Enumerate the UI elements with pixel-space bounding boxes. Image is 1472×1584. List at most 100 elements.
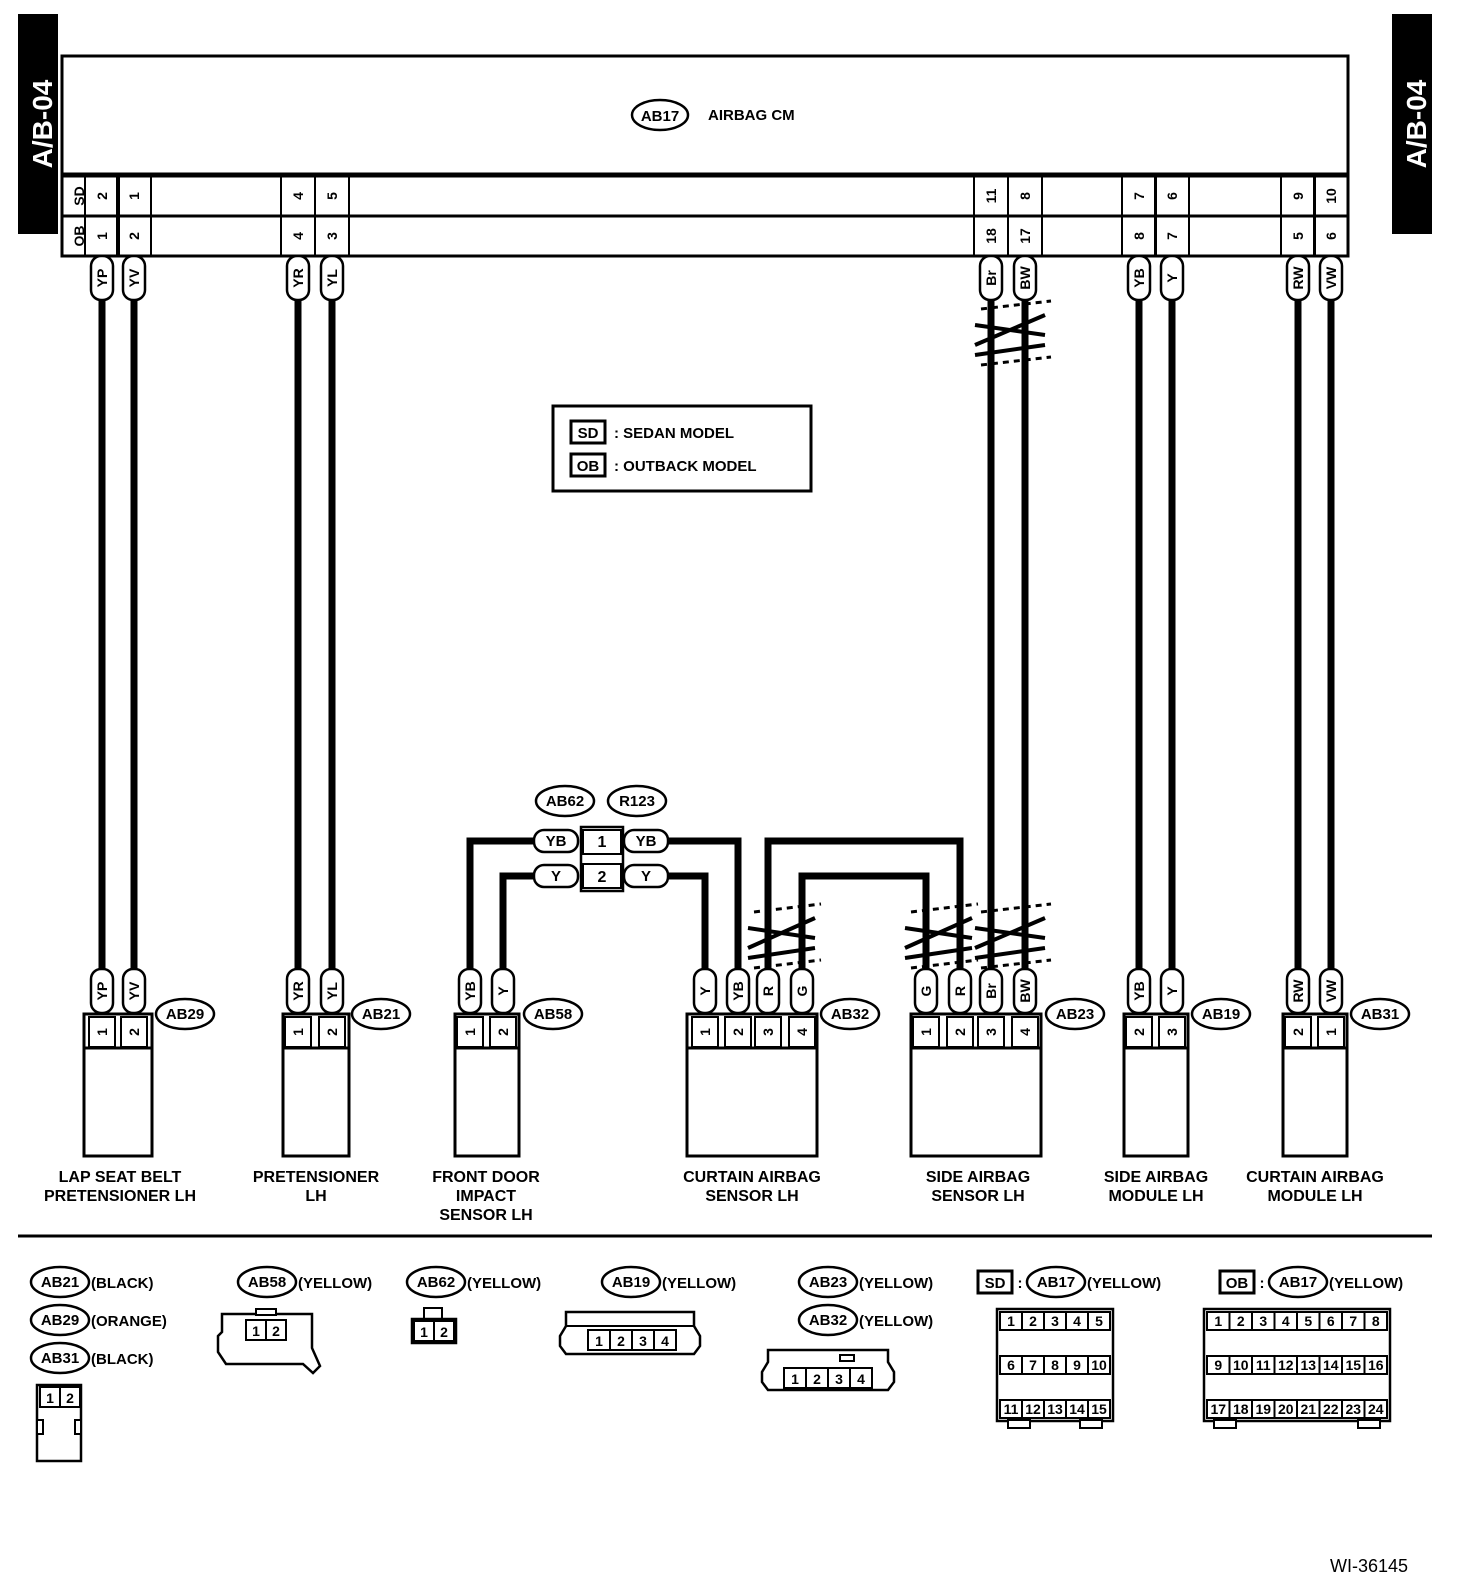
view-pin: 3: [639, 1333, 647, 1349]
view-ab58-code-label: AB58: [248, 1274, 286, 1291]
view-ab17-sd-code-label: AB17: [1037, 1274, 1075, 1291]
component-pin: 3: [760, 1028, 776, 1036]
component-wire-tag-text: Y: [697, 986, 713, 996]
module-pin-ob: 2: [126, 232, 142, 240]
view-pin: 1: [252, 1323, 260, 1339]
junction-wire-tag-left: Y: [532, 863, 580, 889]
view-pin: 18: [1233, 1401, 1249, 1417]
view-pin: 2: [617, 1333, 625, 1349]
view-pin: 9: [1073, 1357, 1081, 1373]
component-wire-tag-text: YB: [1131, 981, 1147, 1000]
wire-r-ab32-ab23: [764, 837, 964, 1012]
svg-text:A/B-04: A/B-04: [27, 79, 58, 168]
component-connector-id-label: AB32: [831, 1006, 869, 1023]
component-connector-id: AB21: [350, 997, 412, 1031]
view-ab19-code: AB19: [600, 1265, 662, 1299]
component-label: MODULE LH: [1108, 1188, 1203, 1205]
row-label-ob: OB: [71, 226, 87, 247]
component-pin: 2: [1290, 1028, 1306, 1036]
legend-text-ob: : OUTBACK MODEL: [614, 458, 757, 475]
component-pin: 1: [94, 1028, 110, 1036]
component-wire-tag: Y: [692, 967, 718, 1015]
module-pin-ob: 7: [1164, 232, 1180, 240]
component-connector-id: AB23: [1044, 997, 1106, 1031]
module-wire-tag: Br: [978, 254, 1004, 302]
view-ab21-color: (BLACK): [91, 1275, 153, 1292]
view-pin: 5: [1304, 1313, 1312, 1329]
junction-wire-tag-right: Y: [622, 863, 670, 889]
view-pin: 8: [1372, 1313, 1380, 1329]
view-ab62-color: (YELLOW): [467, 1275, 541, 1292]
view-ab32: AB32(YELLOW): [797, 1303, 933, 1337]
junction-wire-tag-right-text: YB: [636, 833, 657, 850]
twist-mark: [974, 902, 1052, 970]
view-pin: 19: [1255, 1401, 1271, 1417]
view-pin: 3: [835, 1371, 843, 1387]
module-wire-tag-text: YP: [94, 269, 110, 288]
view-ab17-sd-code: AB17: [1025, 1265, 1087, 1299]
view-pin: 6: [1327, 1313, 1335, 1329]
view-pin: 1: [420, 1324, 428, 1340]
view-ab17-ob-color: (YELLOW): [1329, 1275, 1403, 1292]
connector-id-ab62: AB62: [534, 784, 596, 818]
view-ab32-code: AB32: [797, 1303, 859, 1337]
module-pin-ob: 5: [1290, 232, 1306, 240]
component-pin: 3: [1164, 1028, 1180, 1036]
view-ab31: AB31(BLACK): [29, 1341, 153, 1375]
junction-wire-tag-left: YB: [532, 828, 580, 854]
view-pin: 2: [66, 1390, 74, 1406]
component-label: SENSOR LH: [439, 1207, 532, 1224]
view-ab17-ob-code-label: AB17: [1279, 1274, 1317, 1291]
component-wire-tag-text: YL: [324, 982, 340, 1000]
module-pin-sd: 2: [94, 192, 110, 200]
view-ab58-code: AB58: [236, 1265, 298, 1299]
airbag-control-module: AB17 AIRBAG CM SD OB 2112445311188177867…: [60, 54, 1350, 258]
component-pin: 2: [324, 1028, 340, 1036]
component-pin: 2: [495, 1028, 511, 1036]
component-wire-tag: Y: [1159, 967, 1185, 1015]
view-pin: 6: [1007, 1357, 1015, 1373]
component-connector-id-label: AB23: [1056, 1006, 1094, 1023]
component-wire-tag: R: [947, 967, 973, 1015]
wire-yb-ab32: [643, 837, 742, 1012]
connector-id-r123: R123: [606, 784, 668, 818]
module-wire-tag: RW: [1285, 254, 1311, 302]
view-ab19-color: (YELLOW): [662, 1275, 736, 1292]
module-pin-sd: 11: [983, 188, 999, 203]
component-wire-tag: R: [755, 967, 781, 1015]
module-wire-tag-text: YR: [290, 268, 306, 287]
view-pin: 4: [1073, 1313, 1081, 1329]
component-wire-tag: YR: [285, 967, 311, 1015]
view-pin: 11: [1004, 1401, 1019, 1417]
view-ab23: AB23(YELLOW): [797, 1265, 933, 1299]
legend-code-ob: OB: [577, 458, 600, 475]
view-ab31-code: AB31: [29, 1341, 91, 1375]
view-pin: 13: [1047, 1401, 1063, 1417]
component-wire-tag-text: G: [794, 985, 810, 996]
view-ab29-code: AB29: [29, 1303, 91, 1337]
view-pin: 15: [1345, 1357, 1361, 1373]
view-ab29-code-label: AB29: [41, 1312, 79, 1329]
module-name: AIRBAG CM: [708, 107, 795, 124]
view-ab17-ob-model: OB: [1226, 1275, 1249, 1292]
component-connector-id-label: AB19: [1202, 1006, 1240, 1023]
component-wire-tag: YB: [457, 967, 483, 1015]
component-connector-id: AB19: [1190, 997, 1252, 1031]
view-pin: 9: [1214, 1357, 1222, 1373]
component-pin: 4: [1017, 1028, 1033, 1036]
view-pin: 21: [1300, 1401, 1316, 1417]
view-pin: 1: [1214, 1313, 1222, 1329]
module-pin-sd: 7: [1131, 192, 1147, 200]
component-wire-tag-text: G: [918, 985, 934, 996]
component-label: MODULE LH: [1267, 1188, 1362, 1205]
view-pin: 5: [1095, 1313, 1103, 1329]
component-wire-tag: YB: [725, 967, 751, 1015]
component-label: LH: [305, 1188, 326, 1205]
